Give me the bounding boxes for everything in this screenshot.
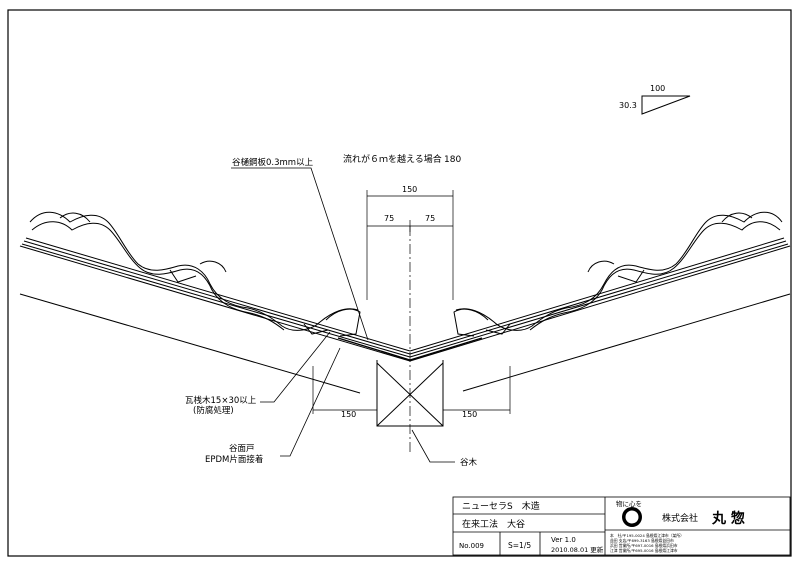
dim-left-75: 75	[384, 214, 394, 223]
title-date: 2010.08.01 更新	[551, 545, 604, 554]
dim-total-150: 150	[402, 185, 417, 194]
dim-bottom-left-150: 150	[341, 410, 356, 419]
sheet-frame	[7, 9, 792, 557]
left-roof-tiles	[29, 211, 361, 337]
company-prefix: 株式会社	[662, 512, 698, 524]
dim-right-75: 75	[425, 214, 435, 223]
address-line-4: 江津 営業所/〒695-0016 島根県江津市	[610, 548, 678, 553]
top-dimensions	[366, 190, 454, 455]
bottom-dimensions	[312, 366, 511, 414]
callout-valley-rafter: 谷木	[460, 457, 478, 468]
company-logo-inner	[625, 510, 639, 524]
company-name: 丸 惣	[711, 510, 745, 527]
title-version: Ver 1.0	[551, 536, 576, 544]
title-product: ニューセラS 木造	[462, 500, 540, 512]
valley-sheet	[337, 337, 483, 361]
condition-note: 流れが６ｍを越える場合	[343, 153, 442, 165]
title-number: No.009	[459, 542, 484, 550]
address-line-3: 浜田 営業所/〒697-0016 島根県浜田市	[610, 543, 678, 548]
slope-rise-label: 30.3	[619, 101, 637, 110]
address-line-2: 益田 支店/〒699-3163 島根県益田市	[610, 538, 674, 543]
callout-valley-sheet: 谷樋鋼板0.3mm以上	[232, 157, 314, 168]
condition-value: 180	[444, 155, 461, 165]
right-roof-tiles	[453, 211, 783, 337]
callout-valley-seal-line2: EPDM片面接着	[205, 454, 263, 465]
dim-bottom-right-150: 150	[462, 410, 477, 419]
logo-tagline: 物に心を	[616, 499, 642, 508]
callout-batten-line2: (防腐処理)	[193, 405, 234, 416]
slope-indicator: 100 30.3	[619, 84, 691, 115]
valley-rafter	[376, 360, 444, 427]
title-scale: S=1/5	[508, 541, 531, 550]
title-block	[452, 496, 791, 556]
callout-valley-seal-line1: 谷面戸	[229, 444, 255, 454]
title-method: 在来工法 大谷	[462, 518, 525, 530]
slope-base-label: 100	[650, 84, 665, 93]
address-line-1: 本 社/〒195-0024 島根県江津市（某所）	[610, 533, 684, 538]
leader-lines	[231, 167, 455, 463]
callout-batten-line1: 瓦桟木15×30以上	[185, 395, 257, 406]
